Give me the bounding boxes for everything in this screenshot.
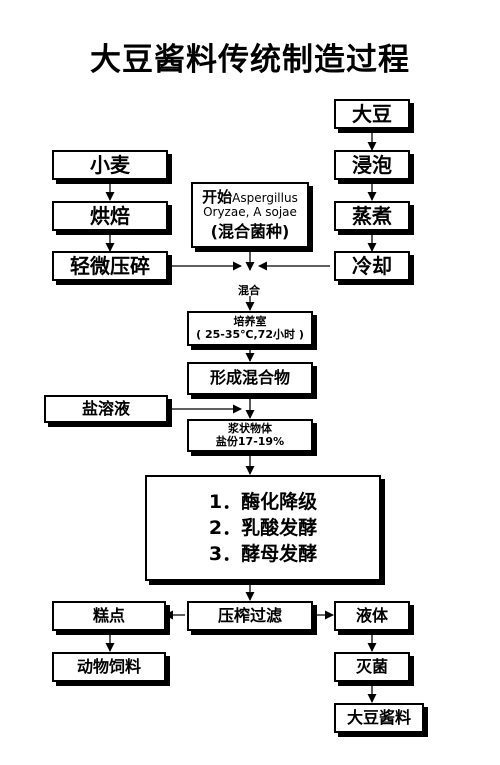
starter-line1-en: Aspergillus [232,190,298,205]
page-title: 大豆酱料传统制造过程 [90,42,410,78]
box-soybean: 大豆 [334,99,410,129]
box-soak: 浸泡 [334,150,410,180]
box-brine: 盐溶液 [44,395,168,423]
box-crush: 轻微压碎 [52,251,168,281]
box-animal-feed: 动物饲料 [52,652,166,682]
starter-line1: 开始Aspergillus [202,187,298,206]
box-mash: 浆状物体 盐份17-19% [187,419,313,452]
box-cake: 糕点 [52,601,166,631]
mash-line2: 盐份17-19% [215,434,285,448]
box-fermentation-process: 1．酶化降级 2．乳酸发酵 3．酵母发酵 [145,475,381,581]
starter-line2: Oryzae, A sojae [203,205,297,220]
box-starter-culture: 开始Aspergillus Oryzae, A sojae (混合菌种) [191,182,309,248]
incubator-line1: 培养室 [233,314,267,328]
process-step-1: 1．酶化降级 [208,490,318,513]
starter-line3: (混合菌种) [210,221,290,241]
mix-label: 混合 [238,284,260,297]
mash-line1: 浆状物体 [228,421,272,435]
process-steps: 1．酶化降级 2．乳酸发酵 3．酵母发酵 [209,489,317,568]
box-steam: 蒸煮 [334,201,410,231]
box-cool: 冷却 [334,251,410,281]
box-soy-sauce: 大豆酱料 [334,703,424,733]
incubator-line2: ( 25-35℃,72小时 ) [196,327,304,341]
starter-line1-cn: 开始 [202,187,233,206]
box-incubator: 培养室 ( 25-35℃,72小时 ) [187,311,313,346]
box-liquid: 液体 [334,601,410,631]
box-press-filter: 压榨过滤 [187,601,313,631]
box-sterilize: 灭菌 [334,652,410,682]
box-wheat: 小麦 [52,150,168,180]
process-step-3: 3．酵母发酵 [208,543,318,566]
box-mixture: 形成混合物 [187,362,313,395]
process-step-2: 2．乳酸发酵 [208,516,318,539]
box-roast: 烘焙 [52,201,168,231]
